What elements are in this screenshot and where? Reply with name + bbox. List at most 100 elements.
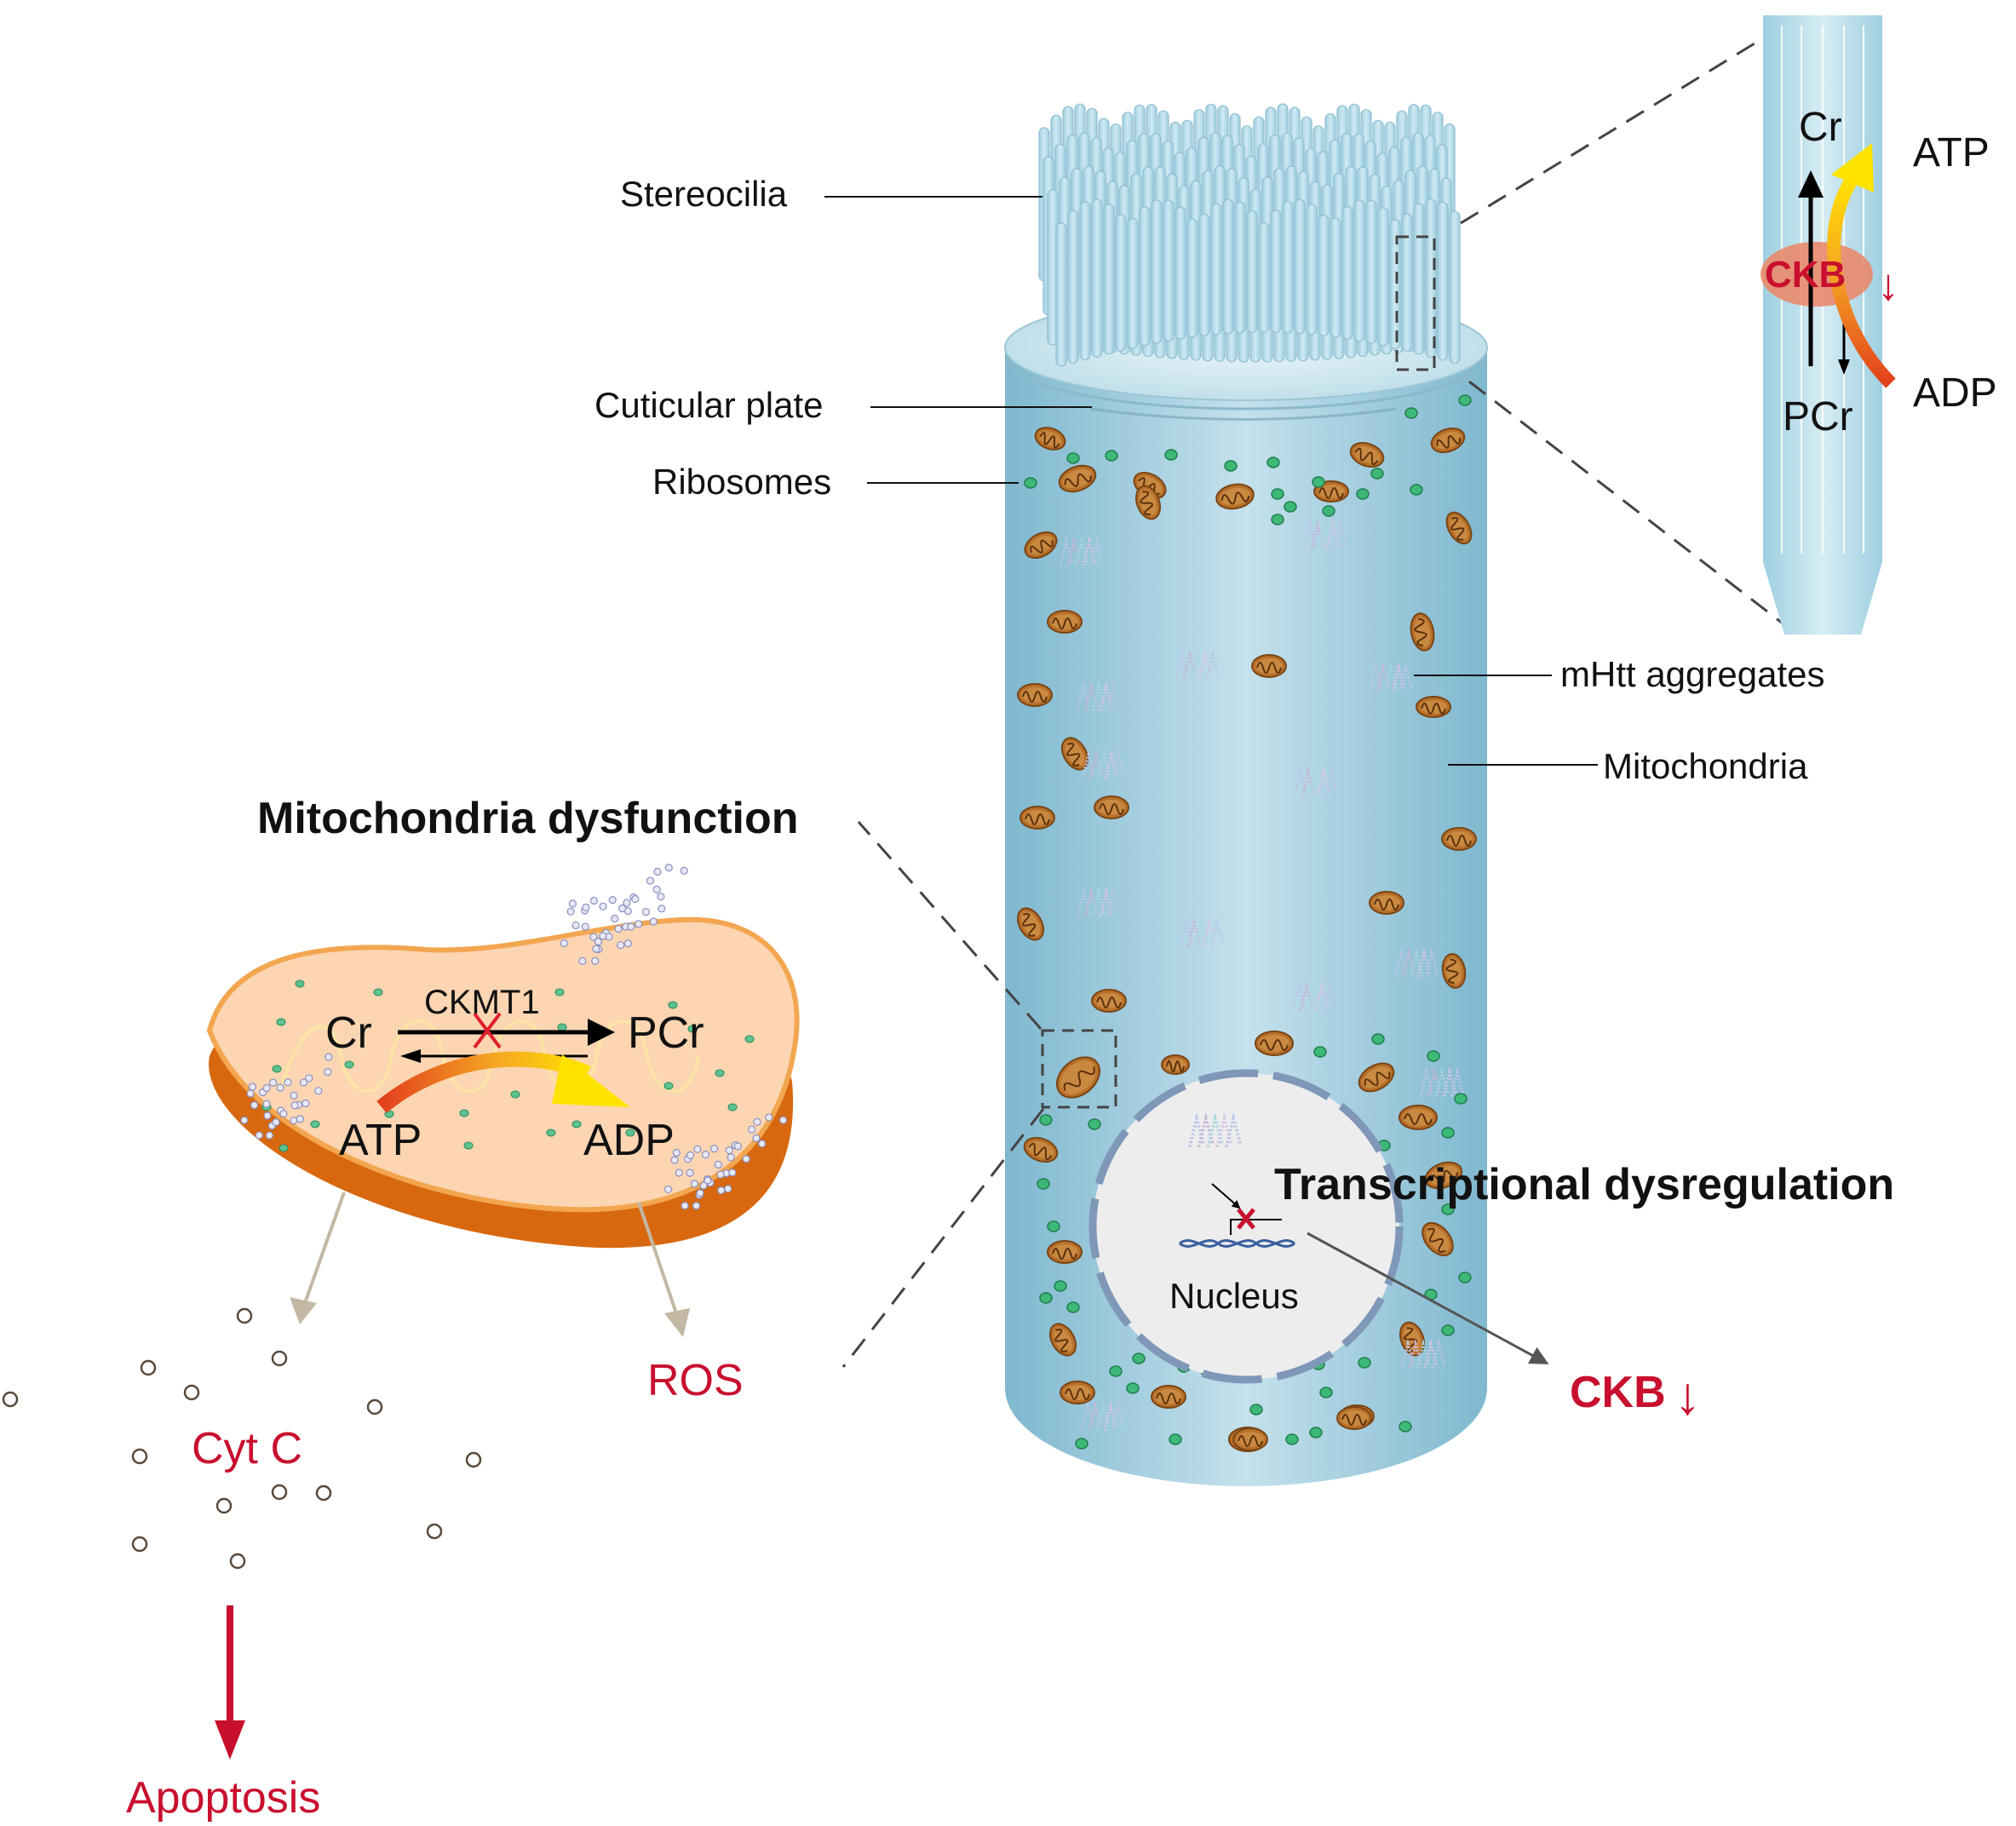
mhtt-aggregate	[1368, 663, 1414, 692]
mhtt-aggregate	[1080, 1401, 1126, 1431]
title-mito-dysfunction: Mitochondria dysfunction	[257, 794, 799, 843]
stereocilium	[1258, 221, 1270, 333]
stereocilium	[1091, 198, 1103, 358]
ribosome	[1404, 407, 1418, 419]
stereocilium	[1294, 198, 1306, 335]
ribosome	[1039, 1292, 1053, 1304]
ribosome	[1358, 1357, 1371, 1369]
cell-organelles	[1016, 394, 1477, 1452]
cilium-zoom-box	[1395, 235, 1436, 371]
ribosome	[1066, 1301, 1080, 1313]
mitochondrion	[1151, 1385, 1186, 1409]
label-mhtt-aggregates: mHtt aggregates	[1560, 654, 1825, 694]
ribosome	[1410, 484, 1423, 496]
ribosome	[1441, 1127, 1455, 1139]
mitochondrion	[1091, 989, 1127, 1013]
ribosome	[1285, 1433, 1299, 1445]
mhtt-aggregate	[1179, 917, 1225, 947]
mitochondrion	[1058, 464, 1097, 493]
stereocilium	[1353, 199, 1365, 342]
mitochondrion	[1055, 1056, 1101, 1099]
mhtt-aggregate	[1400, 1339, 1446, 1369]
stereocilium	[1234, 201, 1246, 334]
mhtt-aggregate	[1393, 948, 1439, 978]
label-cuticular-plate: Cuticular plate	[594, 385, 823, 425]
mitochondrion	[1416, 696, 1451, 718]
mhtt-aggregate	[1081, 749, 1127, 779]
ribosome	[1047, 1220, 1060, 1232]
label-ribosomes: Ribosomes	[652, 462, 831, 502]
mitochondrion	[1369, 891, 1404, 915]
mitochondrion	[1024, 531, 1058, 560]
ribosome	[1284, 501, 1297, 513]
stereocilium	[1079, 201, 1091, 361]
stereocilium	[1186, 218, 1198, 338]
mitochondrion	[1134, 485, 1162, 520]
stereocilium	[1341, 205, 1353, 340]
mitochondrion	[1441, 827, 1477, 851]
inset-ckb: CKB	[1765, 254, 1846, 296]
mitochondrion	[1349, 441, 1385, 468]
ribosome	[1224, 460, 1238, 472]
stereocilium	[1175, 206, 1186, 340]
mitochondrion	[1023, 1136, 1059, 1163]
stereocilium	[1306, 204, 1318, 336]
mhtt-aggregate	[1187, 1112, 1243, 1148]
mhtt-aggregate	[1291, 981, 1337, 1011]
stereocilium	[1365, 199, 1377, 344]
stereocilium	[1437, 201, 1449, 361]
mhtt-aggregate	[1059, 537, 1105, 566]
ribosome	[1271, 514, 1284, 525]
ribosome	[1249, 1404, 1263, 1415]
ribosome	[1313, 1046, 1327, 1058]
stereocilium	[1246, 210, 1258, 333]
mitochondrion	[1445, 511, 1473, 545]
stereocilia-bundle	[1038, 103, 1461, 367]
stereocilium	[1389, 219, 1401, 349]
mhtt-aggregate	[1175, 650, 1221, 680]
label-mitochondria: Mitochondria	[1603, 746, 1808, 786]
ribosome	[1458, 394, 1472, 406]
ribosome	[1075, 1438, 1088, 1450]
ribosome	[1088, 1118, 1101, 1130]
stereocilium	[1330, 217, 1341, 338]
inset-ckb-down-arrow: ↓	[1877, 261, 1899, 310]
nucleus	[1088, 1069, 1404, 1384]
stereocilium	[1377, 207, 1389, 347]
mitochondrion	[1251, 654, 1287, 678]
ribosome	[1370, 468, 1384, 479]
mito-adp: ADP	[583, 1116, 675, 1165]
mito-atp: ATP	[339, 1116, 422, 1165]
ribosome	[1441, 1324, 1455, 1336]
mitochondrion	[1430, 427, 1466, 454]
mitochondrion	[1161, 1054, 1190, 1075]
mito-ckmt1: CKMT1	[424, 984, 540, 1021]
stereocilium	[1282, 201, 1294, 334]
mitochondrion	[1016, 907, 1045, 941]
ribosome	[1458, 1272, 1472, 1283]
mitochondrion	[1336, 1406, 1372, 1430]
mitochondrion	[1034, 427, 1066, 451]
ribosome	[1356, 488, 1370, 500]
stereocilium	[1210, 203, 1222, 336]
ribosome	[1109, 1365, 1123, 1377]
mitochondrion	[1048, 1323, 1077, 1357]
stereocilium	[1318, 214, 1330, 336]
mito-pcr: PCr	[628, 1008, 704, 1058]
mito-zoom-box	[1041, 1029, 1117, 1109]
mitochondrion	[1422, 1221, 1454, 1257]
mitochondrion	[1232, 1427, 1268, 1451]
mitochondrion	[1047, 1240, 1083, 1264]
ribosome	[1399, 1421, 1412, 1433]
inset-cr: Cr	[1799, 105, 1842, 150]
stereocilium	[1103, 204, 1115, 355]
ribosome	[1054, 1280, 1067, 1292]
mhtt-aggregate	[1302, 520, 1348, 549]
ribosome	[1427, 1050, 1440, 1062]
mitochondrion	[1215, 483, 1255, 510]
stereocilium	[1222, 198, 1234, 335]
ribosome	[1266, 456, 1280, 468]
ribosome	[1066, 452, 1080, 464]
